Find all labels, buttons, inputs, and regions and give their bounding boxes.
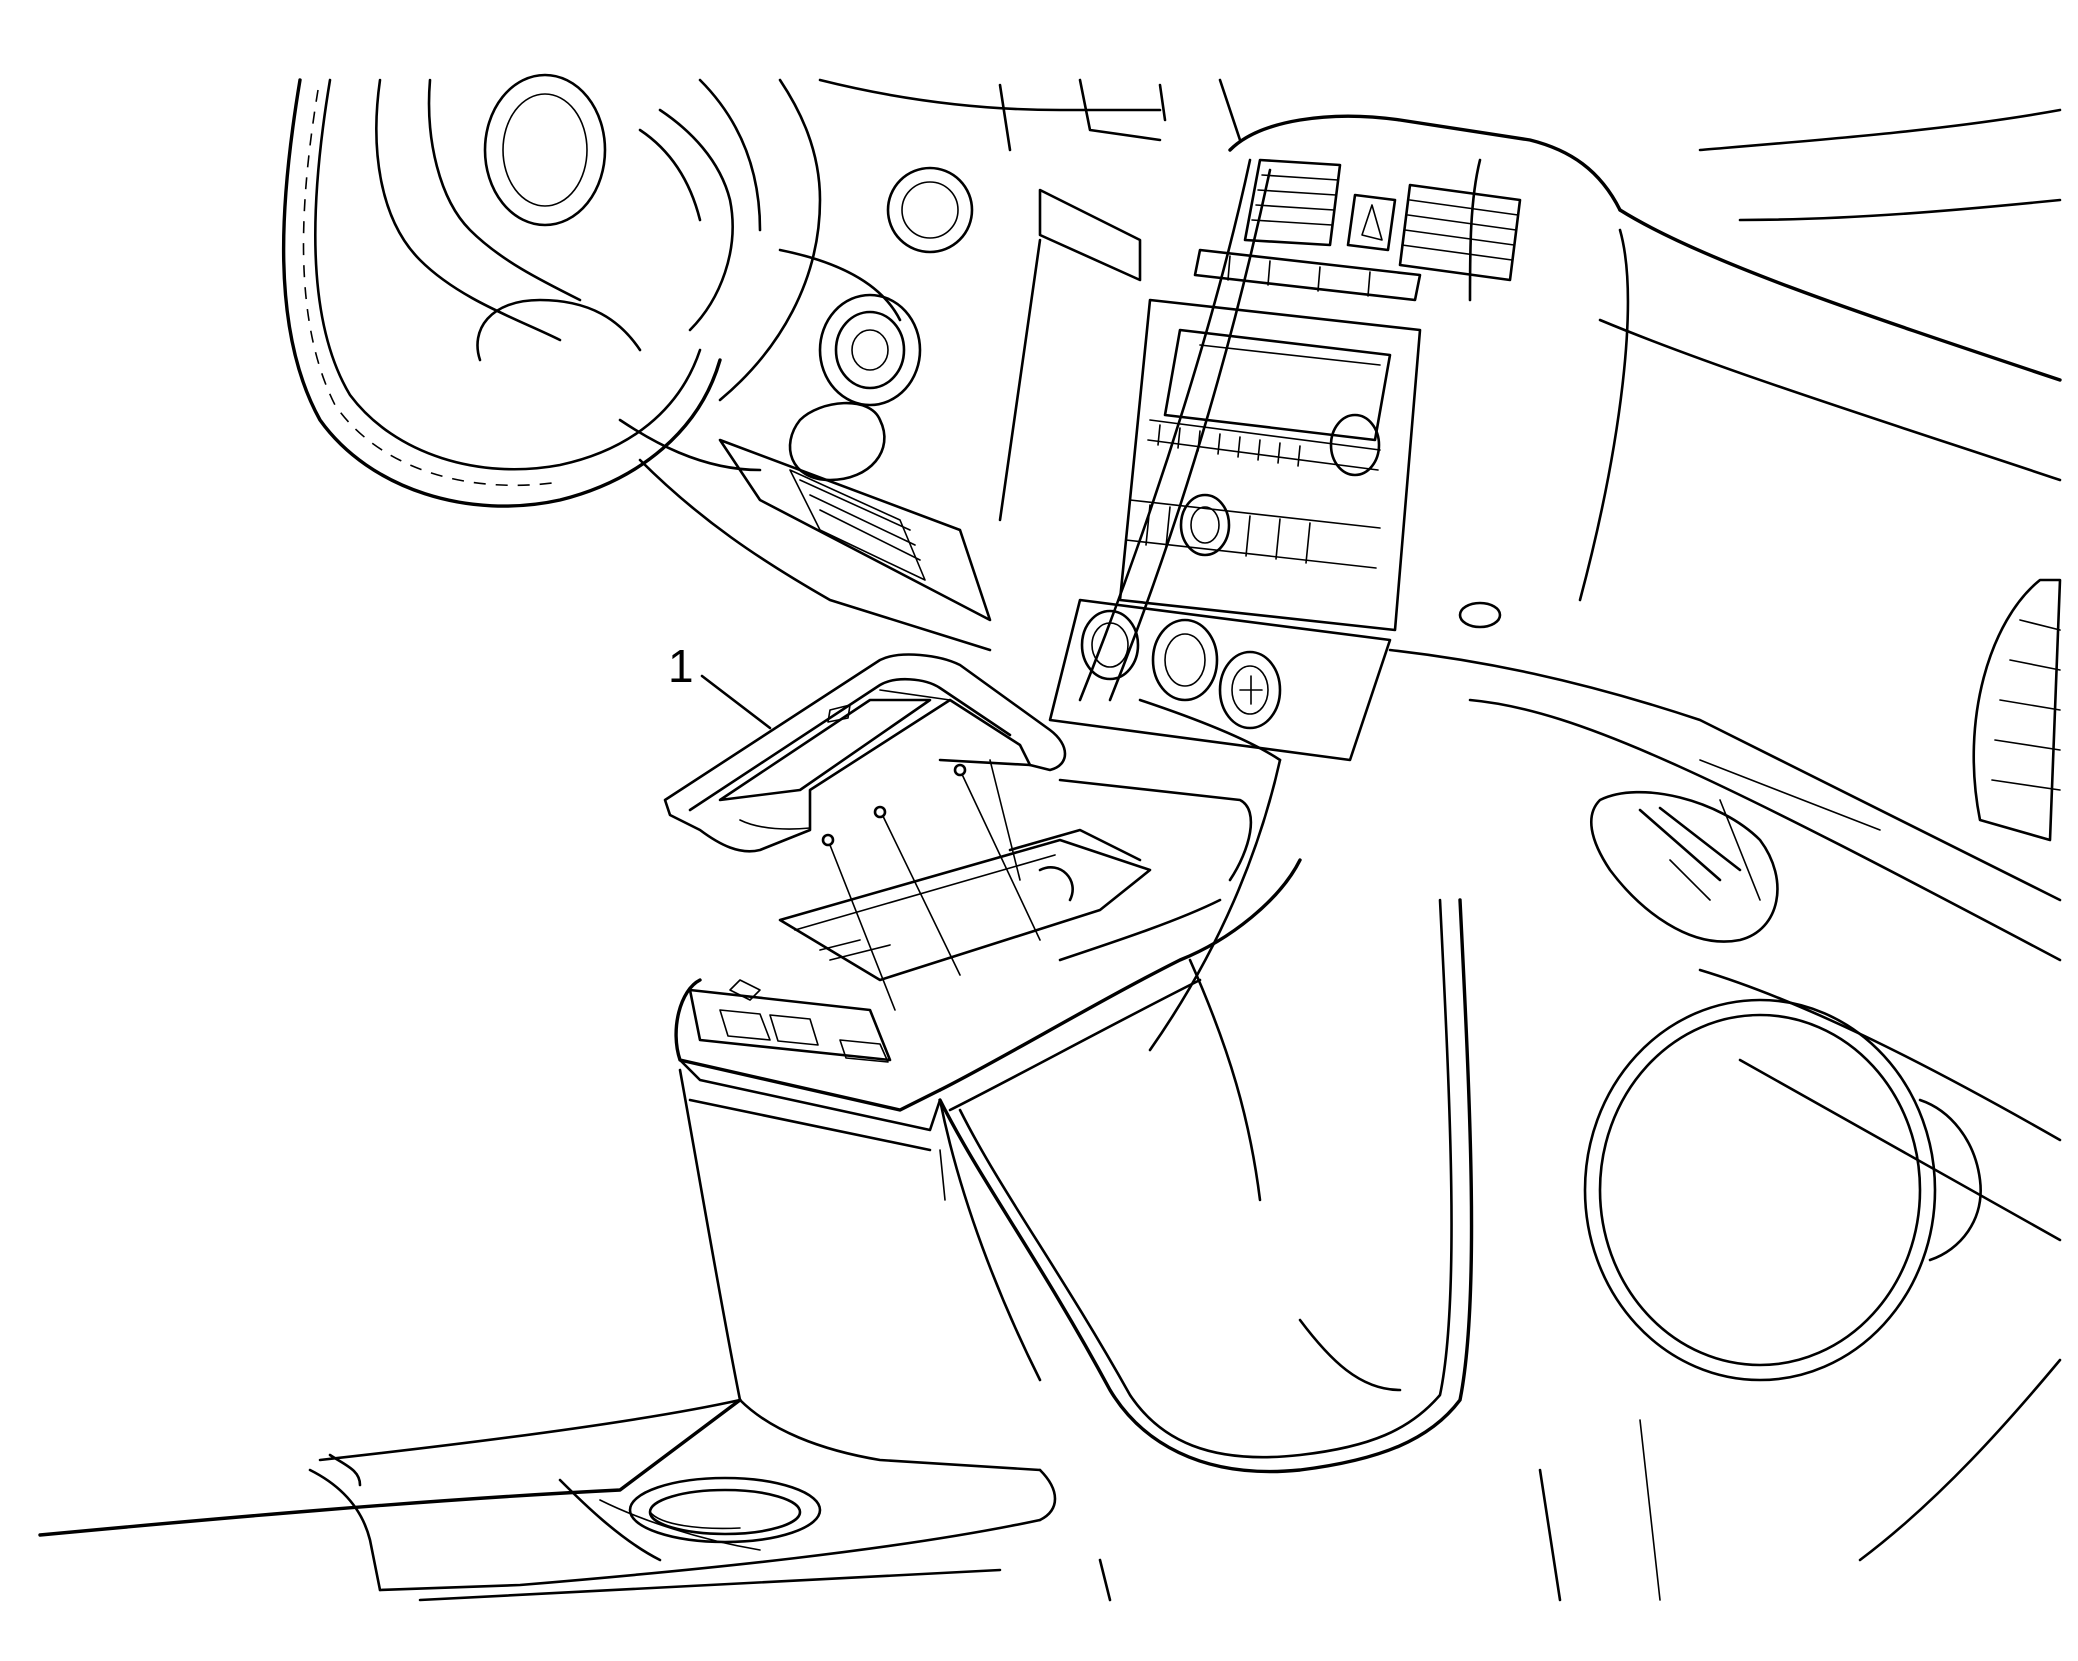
ignition-cylinder xyxy=(788,293,922,482)
cupholder xyxy=(628,1476,822,1544)
callout-1: 1 xyxy=(668,640,772,730)
console-switch-bank xyxy=(688,979,892,1063)
dash-right-section xyxy=(1388,108,2062,1602)
radio-head-unit xyxy=(1118,298,1422,632)
console-trim-plate-part-1 xyxy=(663,653,1067,1011)
rear-console-armrest xyxy=(38,1398,1042,1602)
leader-line-1 xyxy=(700,674,772,730)
right-air-vent xyxy=(1972,578,2062,842)
center-stack xyxy=(1048,114,1622,1052)
climate-control-panel xyxy=(1048,598,1392,762)
mounting-fastener-lines xyxy=(821,759,1041,1011)
center-air-vents xyxy=(1243,158,1522,282)
center-console xyxy=(674,828,1474,1602)
speaker-grille xyxy=(1583,998,1982,1382)
dash-left-section xyxy=(638,78,1242,652)
steering-wheel xyxy=(281,73,822,508)
glovebox-latch xyxy=(1589,790,1779,943)
callout-label-1: 1 xyxy=(668,640,694,692)
